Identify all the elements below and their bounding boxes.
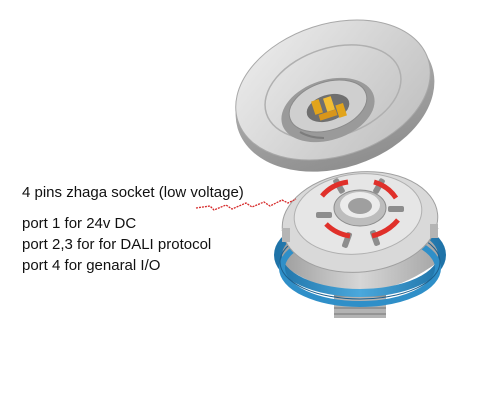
port-2-3-description: port 2,3 for for DALI protocol (22, 236, 212, 253)
center-boss (333, 189, 387, 227)
cap-gold-contacts (311, 96, 347, 121)
cap-receptacle (235, 19, 435, 172)
socket-title-label: 4 pins zhaga socket (low voltage) (22, 184, 244, 201)
port-1-description: port 1 for 24v DC (22, 215, 137, 232)
port-4-description: port 4 for genaral I/O (22, 257, 161, 274)
red-contacts (320, 179, 400, 239)
leader-line (195, 198, 297, 211)
lower-socket (274, 171, 446, 318)
